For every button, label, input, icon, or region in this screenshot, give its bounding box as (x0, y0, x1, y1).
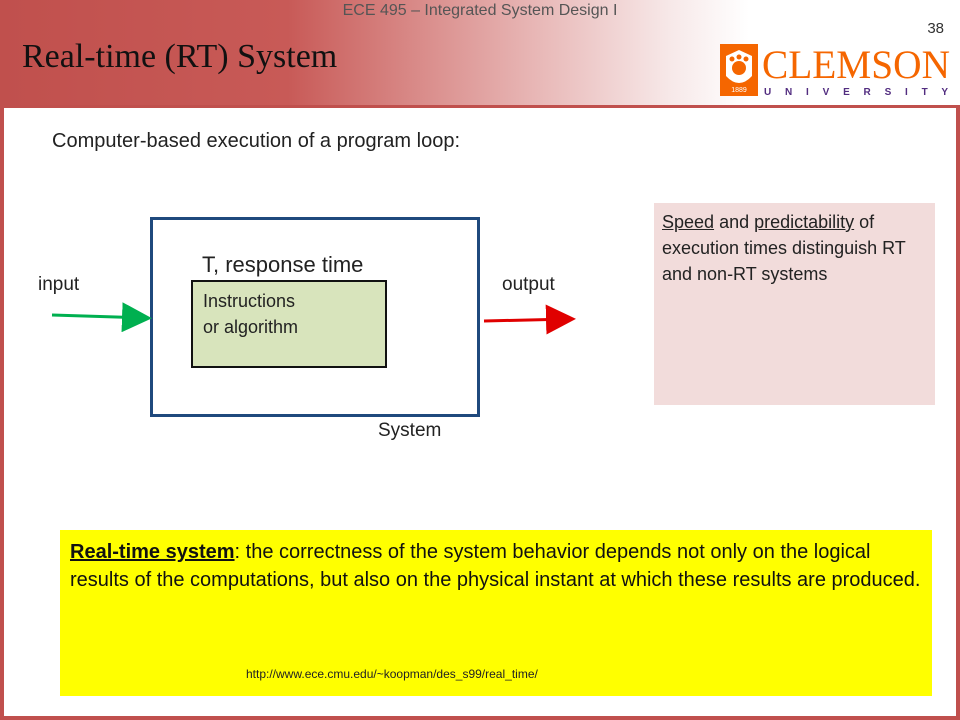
response-time-label: T, response time (202, 252, 363, 278)
response-time-symbol: T (202, 252, 213, 277)
course-name: ECE 495 – Integrated System Design I (342, 2, 618, 19)
logo-paw-toe (743, 56, 749, 62)
definition-text: : the correctness of the system behavior… (70, 541, 921, 591)
logo-subtext: U N I V E R S I T Y (764, 87, 948, 98)
input-label: input (38, 274, 80, 295)
note-rest: of execution times distinguish RT and no… (662, 212, 906, 284)
slide-title: Real-time (RT) System (22, 38, 338, 75)
logo-paw-toe (736, 54, 742, 60)
note-and: and (714, 212, 755, 232)
slide-subtitle: Computer-based execution of a program lo… (52, 130, 461, 152)
system-label: System (378, 420, 442, 441)
logo-paw-toe (729, 56, 735, 62)
note-predictability: predictability (754, 212, 855, 232)
instructions-line-2: or algorithm (203, 317, 299, 337)
reference-url: http://www.ece.cmu.edu/~koopman/des_s99/… (246, 667, 538, 681)
clemson-logo-graphic: 1889 CLEMSON U N I V E R S I T Y (720, 42, 950, 98)
clemson-logo: 1889 CLEMSON U N I V E R S I T Y (718, 42, 952, 98)
definition-term: Real-time system (70, 541, 235, 563)
rt-distinction-note: Speed and predictability of execution ti… (654, 203, 935, 405)
instructions-box: Instructions or algorithm (191, 280, 387, 368)
output-label: output (502, 274, 555, 295)
response-time-text: , response time (213, 252, 364, 277)
logo-name: CLEMSON (762, 42, 950, 87)
definition-box: Real-time system: the correctness of the… (60, 530, 932, 696)
logo-paw-pad (732, 61, 746, 75)
note-speed: Speed (662, 212, 715, 232)
slide-header: ECE 495 – Integrated System Design I 38 … (0, 0, 960, 108)
instructions-line-1: Instructions (203, 291, 296, 311)
logo-year: 1889 (731, 87, 747, 94)
slide-number: 38 (927, 20, 944, 37)
